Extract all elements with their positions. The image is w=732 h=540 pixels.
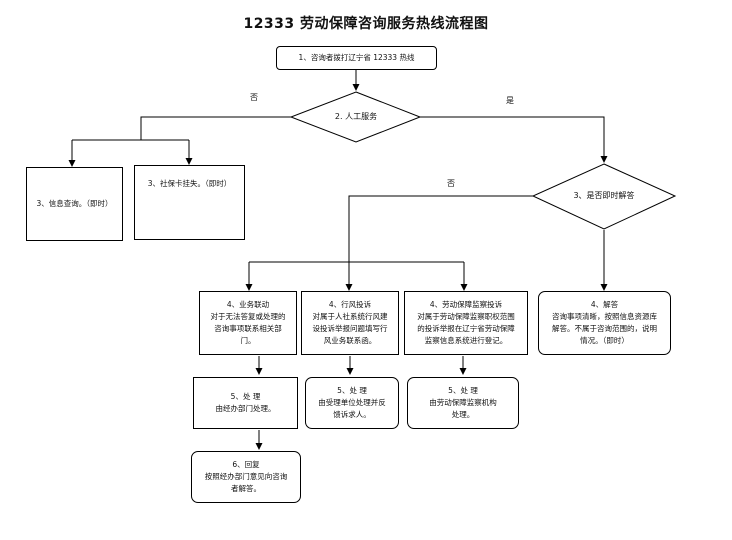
handle-dept-line-2: 由经办部门处理。 <box>215 404 276 413</box>
answer-line-4: 情况。（即时） <box>580 336 629 345</box>
handle-supervision-box: 5、处 理 由劳动保障监察机构 处理。 <box>407 377 519 429</box>
answer-line-3: 解答。不属于咨询范围的，说明 <box>552 324 657 333</box>
decision-instant-answer <box>531 163 677 230</box>
handle-supervision-line-2: 由劳动保障监察机构 <box>429 398 497 407</box>
handle-supervision-line-3: 处理。 <box>451 410 475 419</box>
connector-instant-no <box>345 195 533 291</box>
labor-complaint-line-2: 对属于劳动保障监察职权范围 <box>417 312 515 321</box>
manual-service-label: 2. 人工服务 <box>334 112 378 121</box>
edge-label-yes-right: 是 <box>506 96 514 105</box>
style-complaint-line-4: 风业务联系函。 <box>323 336 377 345</box>
handle-unit-line-1: 5、处 理 <box>337 386 367 395</box>
handle-dept-box: 5、处 理 由经办部门处理。 <box>193 377 298 429</box>
business-link-line-2: 对于无法答复或处理的 <box>210 312 286 321</box>
connector-manual-yes <box>420 116 608 163</box>
business-link-line-3: 咨询事项联系相关部 <box>214 324 282 333</box>
style-complaint-line-2: 对属于人社系统行风建 <box>312 312 388 321</box>
connector-to-info-query <box>72 139 189 166</box>
labor-complaint-line-3: 的投诉举报在辽宁省劳动保障 <box>417 324 515 333</box>
handle-unit-line-3: 馈诉求人。 <box>333 410 371 419</box>
handle-dept-line-1: 5、处 理 <box>230 392 261 401</box>
info-query-text: 3、信息查询。（即时） <box>36 199 113 208</box>
answer-box: 4、解答 咨询事项清晰，按照信息资源库 解答。不属于咨询范围的，说明 情况。（即… <box>538 291 671 355</box>
business-link-line-1: 4、业务联动 <box>226 300 270 309</box>
style-complaint-box: 4、行风投诉 对属于人社系统行风建 设投诉举报问题填写行 风业务联系函。 <box>301 291 399 355</box>
start-node: 1、咨询者拨打辽宁省 12333 热线 <box>276 46 437 70</box>
instant-answer-label: 3、是否即时解答 <box>573 191 635 200</box>
reply-line-2: 按照经办部门意见向咨询 <box>204 472 288 481</box>
start-node-text: 1、咨询者拨打辽宁省 12333 热线 <box>298 53 415 62</box>
handle-unit-box: 5、处 理 由受理单位处理并反 馈诉求人。 <box>305 377 399 429</box>
reply-line-3: 者解答。 <box>231 484 261 493</box>
answer-line-2: 咨询事项清晰，按照信息资源库 <box>552 312 657 321</box>
social-card-loss-text: 3、社保卡挂失。（即时） <box>147 179 232 188</box>
business-link-line-4: 门。 <box>240 336 256 345</box>
social-card-loss-box: 3、社保卡挂失。（即时） <box>134 165 245 240</box>
style-complaint-line-1: 4、行风投诉 <box>328 300 372 309</box>
handle-supervision-line-1: 5、处 理 <box>448 386 478 395</box>
style-complaint-line-3: 设投诉举报问题填写行 <box>312 324 388 333</box>
business-link-box: 4、业务联动 对于无法答复或处理的 咨询事项联系相关部 门。 <box>199 291 297 355</box>
handle-unit-line-2: 由受理单位处理并反 <box>318 398 386 407</box>
connector-manual-no <box>140 116 291 140</box>
reply-line-1: 6、回复 <box>232 460 260 469</box>
labor-complaint-box: 4、劳动保障监察投诉 对属于劳动保障监察职权范围 的投诉举报在辽宁省劳动保障 监… <box>404 291 528 355</box>
edge-label-no-left: 否 <box>250 93 258 102</box>
decision-manual-service <box>289 91 422 143</box>
labor-complaint-line-1: 4、劳动保障监察投诉 <box>429 300 503 309</box>
page-title: 12333 劳动保障咨询服务热线流程图 <box>243 16 489 32</box>
info-query-box: 3、信息查询。（即时） <box>26 167 123 241</box>
answer-line-1: 4、解答 <box>590 300 619 309</box>
edge-label-no-instant: 否 <box>447 179 455 188</box>
reply-box: 6、回复 按照经办部门意见向咨询 者解答。 <box>191 451 301 503</box>
labor-complaint-line-4: 监察信息系统进行登记。 <box>424 336 508 345</box>
